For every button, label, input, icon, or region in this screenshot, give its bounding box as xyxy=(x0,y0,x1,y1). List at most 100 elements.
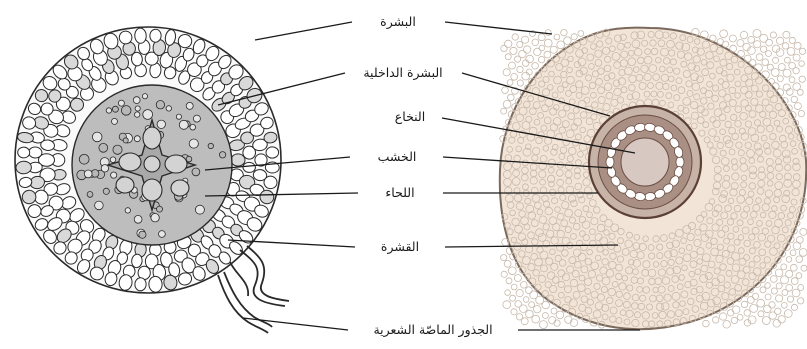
micro-cell xyxy=(570,319,578,327)
micro-cell xyxy=(762,71,770,79)
micro-cell xyxy=(758,311,764,317)
micro-cell xyxy=(773,57,779,63)
micro-cell xyxy=(522,60,529,67)
micro-cell xyxy=(530,291,538,299)
stele-cell xyxy=(176,114,181,119)
cortex-cell xyxy=(17,147,30,158)
micro-cell xyxy=(538,56,544,62)
stele-cell xyxy=(84,170,92,178)
micro-cell xyxy=(771,69,779,77)
micro-cell xyxy=(532,63,539,70)
micro-cell xyxy=(796,273,802,279)
stele-cell xyxy=(135,112,140,117)
stele-cell xyxy=(95,201,104,210)
stele-cell xyxy=(189,139,198,148)
stele-cell xyxy=(123,138,128,143)
micro-cell xyxy=(501,45,507,51)
micro-cell xyxy=(517,80,523,86)
micro-cell xyxy=(790,250,796,256)
stele-cell xyxy=(192,168,200,176)
micro-cell xyxy=(782,290,788,296)
micro-cell xyxy=(782,43,788,49)
stele-cell xyxy=(99,143,108,152)
micro-cell xyxy=(532,39,539,46)
micro-cell xyxy=(757,299,765,307)
micro-cell xyxy=(790,264,797,271)
micro-cell xyxy=(526,310,534,318)
micro-vessel xyxy=(606,157,614,168)
micro-cell xyxy=(529,302,535,308)
micro-cell xyxy=(781,264,787,270)
micro-cell xyxy=(799,249,807,257)
micro-cell xyxy=(519,50,526,57)
stele-cell xyxy=(118,100,124,106)
cortex-cell xyxy=(28,147,42,159)
micrograph-cross-section xyxy=(500,28,807,330)
micro-cell xyxy=(539,321,547,329)
micro-cell xyxy=(578,31,584,37)
micro-cell xyxy=(511,73,518,80)
micro-cell xyxy=(517,66,523,72)
stele-cell xyxy=(142,94,147,99)
micro-cell xyxy=(762,59,769,66)
micro-cell xyxy=(766,51,772,57)
micro-cell xyxy=(793,68,799,74)
micro-cell xyxy=(508,94,515,101)
stele-cell xyxy=(79,154,89,164)
micro-cell xyxy=(501,271,507,277)
stele-cell xyxy=(195,205,204,214)
micro-cell xyxy=(791,304,797,310)
stele-cell xyxy=(193,115,200,122)
micro-vessel xyxy=(676,157,684,168)
cortex-cell xyxy=(266,147,279,159)
micro-cell xyxy=(770,276,777,283)
micro-cell xyxy=(798,110,804,116)
micro-cell xyxy=(762,317,770,325)
stele-cell xyxy=(143,110,153,120)
micro-cell xyxy=(516,314,522,320)
label-root-hairs: الجذور الماصّة الشعرية xyxy=(373,322,492,338)
stele-cell xyxy=(110,157,116,163)
stele-cell xyxy=(219,152,225,158)
micro-cell xyxy=(765,283,771,289)
stele-cell xyxy=(157,120,165,128)
micro-cell xyxy=(799,61,805,67)
micro-cell xyxy=(793,54,800,61)
stele-cell xyxy=(139,231,146,238)
micro-cell xyxy=(523,46,530,53)
micro-cell xyxy=(785,57,791,63)
micro-cell xyxy=(777,76,783,82)
stele-cell xyxy=(135,106,140,111)
micro-cell xyxy=(750,304,758,312)
stele-cell xyxy=(125,208,130,213)
micro-cell xyxy=(776,295,783,302)
micrograph-pith xyxy=(621,138,669,186)
stele-cell xyxy=(134,136,140,142)
micro-cell xyxy=(753,29,761,37)
micro-cell xyxy=(797,89,803,95)
micro-cell xyxy=(505,290,511,296)
stele-cell xyxy=(101,165,108,172)
micro-cell xyxy=(723,321,731,329)
stele-cell xyxy=(103,188,109,194)
micro-cell xyxy=(793,242,801,250)
micro-cell xyxy=(501,255,507,261)
stele-cell xyxy=(92,132,102,142)
micro-cell xyxy=(549,317,556,324)
micro-cell xyxy=(764,305,772,313)
micro-cell xyxy=(532,315,540,323)
label-epidermis: البشرة xyxy=(380,14,416,30)
micro-cell xyxy=(505,54,511,60)
micro-cell xyxy=(770,32,776,38)
stele-cell xyxy=(208,143,213,148)
micro-cell xyxy=(526,287,533,294)
micro-cell xyxy=(787,296,793,302)
micro-cell xyxy=(754,41,761,48)
micro-cell xyxy=(703,320,710,327)
micro-cell xyxy=(551,308,557,314)
cortex-cell xyxy=(243,162,256,173)
micro-cell xyxy=(765,294,771,300)
cortex-cell xyxy=(231,154,245,166)
label-cortex: القشرة xyxy=(381,239,419,255)
